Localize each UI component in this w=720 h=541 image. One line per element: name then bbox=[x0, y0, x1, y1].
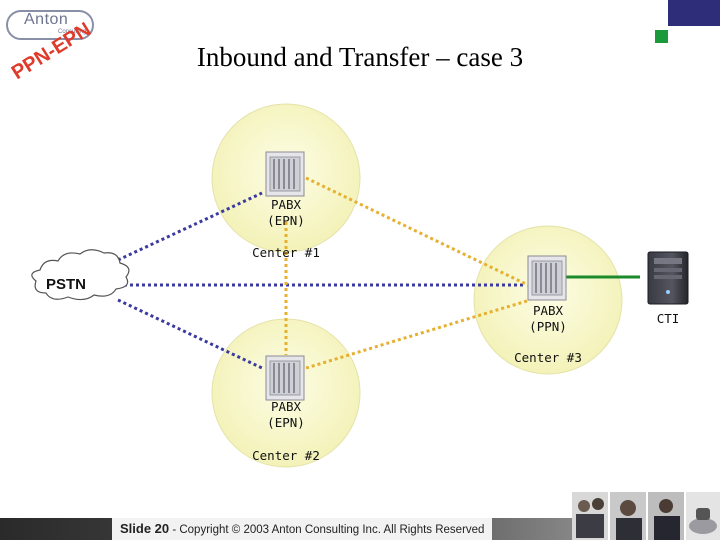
pstn-label: PSTN bbox=[46, 276, 87, 293]
center-2-label: Center #2 bbox=[252, 448, 320, 463]
slide-number: Slide 20 bbox=[120, 521, 170, 536]
center-3-device-label: PABX bbox=[532, 303, 564, 318]
center-1-device-label: PABX bbox=[270, 197, 302, 212]
logo-name: Anton bbox=[24, 11, 69, 28]
center-3-label: Center #3 bbox=[514, 350, 582, 365]
footer-text: Slide 20 - Copyright © 2003 Anton Consul… bbox=[112, 518, 493, 540]
cti-label: CTI bbox=[656, 311, 680, 326]
pstn-link-center-1 bbox=[117, 191, 263, 262]
center-1-type-label: (EPN) bbox=[267, 213, 305, 228]
copyright-text: - Copyright © 2003 Anton Consulting Inc.… bbox=[169, 524, 485, 536]
pstn-cloud bbox=[31, 249, 130, 301]
center-1-label: Center #1 bbox=[252, 245, 320, 260]
corner-decoration-blue bbox=[668, 0, 720, 26]
corner-decoration-green bbox=[655, 30, 668, 43]
footer-photo-strip bbox=[572, 492, 720, 540]
pstn-link-center-2 bbox=[117, 298, 263, 370]
logo-frame bbox=[6, 10, 94, 40]
page-title: Inbound and Transfer – case 3 bbox=[196, 42, 524, 72]
center-2-type-label: (EPN) bbox=[267, 415, 305, 430]
center-3-type-label: (PPN) bbox=[529, 319, 567, 334]
pabx-icon-center-2 bbox=[265, 355, 305, 401]
logo-subtitle: Consulting bbox=[58, 29, 87, 35]
link-center-1-center-3 bbox=[305, 176, 531, 288]
pabx-icon-center-1 bbox=[265, 151, 305, 197]
cti-server-icon bbox=[647, 251, 689, 305]
pabx-icon-center-3 bbox=[527, 255, 567, 301]
center-2-device-label: PABX bbox=[270, 399, 302, 414]
